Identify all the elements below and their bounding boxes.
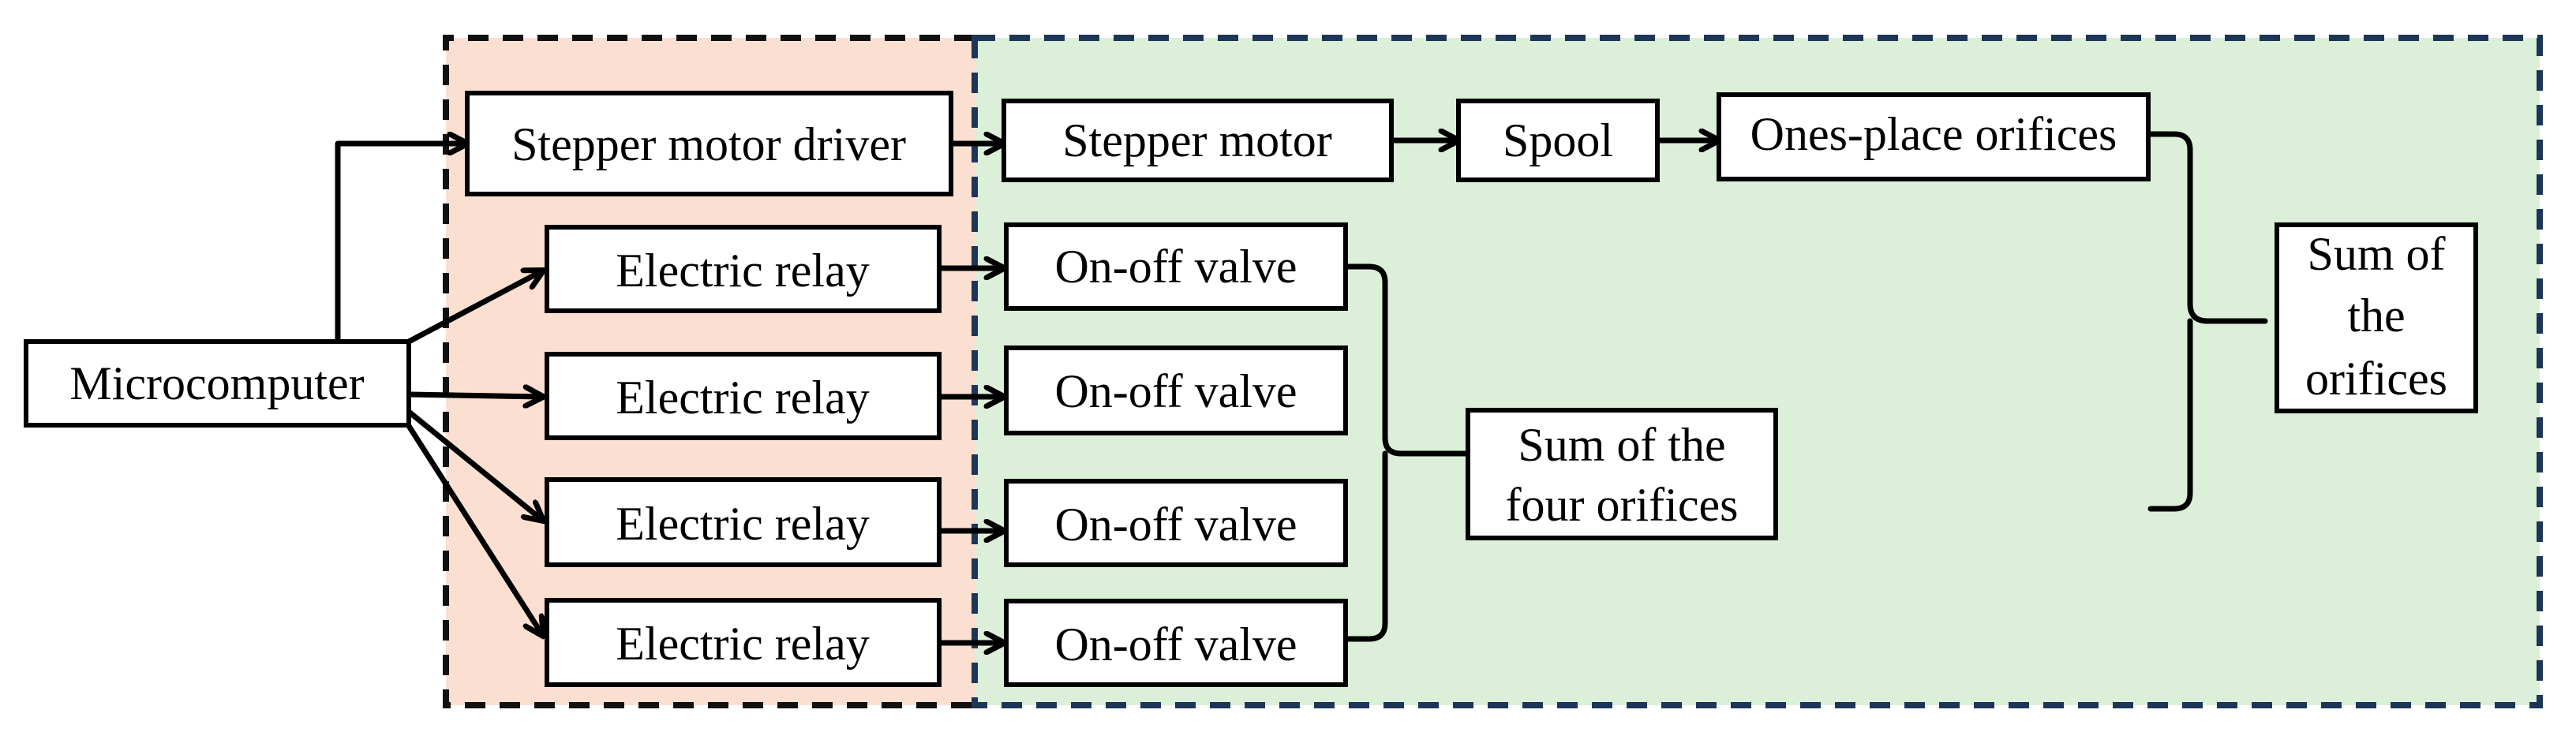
stepper-motor-driver-label: Stepper motor driver	[511, 118, 906, 170]
node-electric-relay-3: Electric relay	[545, 477, 942, 567]
on-off-valve-4-label: On-off valve	[1054, 618, 1297, 670]
stepper-motor-label: Stepper motor	[1062, 114, 1332, 166]
sum-of-orifices-line-1: Sum of	[2307, 228, 2445, 280]
spool-label: Spool	[1503, 114, 1613, 166]
node-ones-place-orifices: Ones-place orifices	[1717, 92, 2151, 181]
node-spool: Spool	[1456, 99, 1660, 182]
node-microcomputer: Microcomputer	[24, 339, 411, 428]
node-on-off-valve-2: On-off valve	[1004, 345, 1348, 435]
on-off-valve-2-label: On-off valve	[1054, 365, 1297, 417]
brace-all-orifices	[2147, 131, 2268, 512]
node-sum-four-orifices: Sum of the four orifices	[1466, 408, 1778, 540]
node-sum-of-orifices: Sum of the orifices	[2275, 222, 2478, 413]
electric-relay-2-label: Electric relay	[616, 372, 869, 424]
connector-micro-relay-2	[406, 394, 543, 397]
connector-micro-relay-3	[406, 409, 543, 521]
ones-place-orifices-label: Ones-place orifices	[1750, 108, 2117, 160]
sum-four-orifices-line-1: Sum of the	[1518, 419, 1725, 471]
node-electric-relay-4: Electric relay	[545, 598, 942, 687]
electric-relay-3-label: Electric relay	[616, 498, 869, 550]
on-off-valve-3-label: On-off valve	[1054, 499, 1297, 551]
electric-relay-4-label: Electric relay	[616, 618, 869, 670]
sum-of-orifices-line-3: orifices	[2305, 353, 2447, 405]
electric-relay-1-label: Electric relay	[616, 245, 869, 297]
on-off-valve-1-label: On-off valve	[1054, 241, 1297, 293]
connectors	[335, 140, 1719, 643]
connector-micro-driver	[335, 144, 467, 345]
hydraulic-region-border	[972, 35, 2543, 708]
node-on-off-valve-4: On-off valve	[1004, 599, 1348, 687]
node-electric-relay-1: Electric relay	[545, 225, 942, 313]
connector-micro-relay-4	[406, 423, 543, 636]
node-on-off-valve-3: On-off valve	[1004, 479, 1348, 567]
sum-four-orifices-line-2: four orifices	[1506, 479, 1739, 531]
node-stepper-motor: Stepper motor	[1002, 99, 1394, 182]
brace-four-valves	[1342, 263, 1470, 642]
node-electric-relay-2: Electric relay	[545, 352, 942, 440]
node-stepper-motor-driver: Stepper motor driver	[465, 91, 953, 196]
connector-micro-relay-1	[406, 271, 543, 345]
control-region-border	[443, 35, 975, 708]
node-on-off-valve-1: On-off valve	[1004, 222, 1348, 311]
sum-of-orifices-line-2: the	[2347, 289, 2405, 342]
microcomputer-label: Microcomputer	[69, 357, 364, 409]
